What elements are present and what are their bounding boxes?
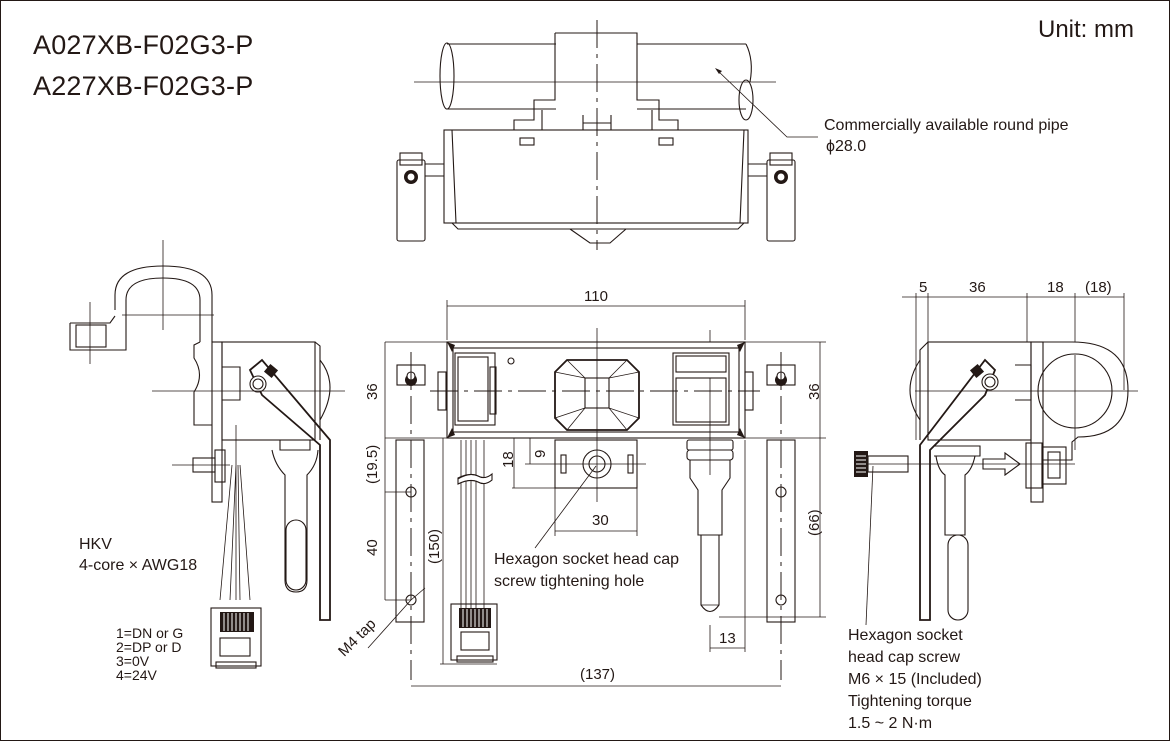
- left-connector: [210, 607, 262, 669]
- dim-overall-width: (137): [580, 666, 616, 683]
- pipe-end-right: [738, 79, 754, 121]
- front-bracket-left: [395, 352, 447, 680]
- screw-note-3: M6 × 15 (Included): [848, 671, 982, 688]
- pipe-note: Commercially available round pipe: [824, 117, 1069, 134]
- dim-cable-length: (150): [426, 528, 443, 564]
- dim-hole-pitch: 40: [364, 539, 381, 556]
- model-number-2: A227XB-F02G3-P: [33, 71, 254, 101]
- top-bracket-left: [396, 152, 444, 242]
- pinout-1: 1=DN or G: [116, 625, 184, 641]
- screw-note-4: Tightening torque: [848, 693, 972, 710]
- pipe-diameter: ϕ28.0: [826, 138, 867, 155]
- dim-side-36: 36: [969, 279, 986, 296]
- front-dimensions: [367, 300, 826, 687]
- unit-label: Unit: mm: [1038, 16, 1134, 43]
- cable-type: HKV: [79, 536, 112, 553]
- dim-bracket-offset: (19.5): [364, 444, 381, 484]
- left-side-view: [69, 240, 345, 669]
- hole-note-2: screw tightening hole: [494, 573, 645, 590]
- cable-spec: 4-core × AWG18: [79, 557, 198, 574]
- dim-front-height-left: 36: [364, 383, 381, 400]
- hole-note-1: Hexagon socket head cap: [494, 551, 680, 568]
- right-side-view: [854, 341, 1138, 626]
- front-view: [395, 328, 796, 680]
- dim-front-height-right: 36: [806, 383, 823, 400]
- side-dimensions: [902, 293, 1125, 440]
- front-bracket-right: [744, 352, 796, 680]
- dim-mount-18: 18: [500, 451, 517, 468]
- dim-mount-9: 9: [532, 449, 549, 458]
- top-bracket-right: [748, 152, 796, 242]
- dim-plug-offset: 13: [719, 630, 736, 647]
- pinout-3: 3=0V: [116, 653, 150, 669]
- dim-total-height: (66): [806, 509, 823, 536]
- dim-side-5: 5: [919, 279, 928, 296]
- dim-front-width: 110: [584, 288, 608, 305]
- dim-side-18-ref: (18): [1085, 279, 1112, 296]
- screw-note-1: Hexagon socket: [848, 627, 963, 644]
- pipe-end-left: [439, 42, 455, 110]
- front-plug: [686, 378, 734, 613]
- screw-note-2: head cap screw: [848, 649, 961, 666]
- pinout-2: 2=DP or D: [116, 639, 182, 655]
- pinout-4: 4=24V: [116, 667, 157, 683]
- model-number-1: A027XB-F02G3-P: [33, 30, 254, 60]
- front-connector: [450, 603, 498, 663]
- top-body: [443, 129, 749, 224]
- dim-mount-width: 30: [592, 512, 609, 529]
- dim-side-18: 18: [1047, 279, 1064, 296]
- top-view: [396, 20, 818, 250]
- screw-note-5: 1.5 ~ 2 N·m: [848, 715, 933, 732]
